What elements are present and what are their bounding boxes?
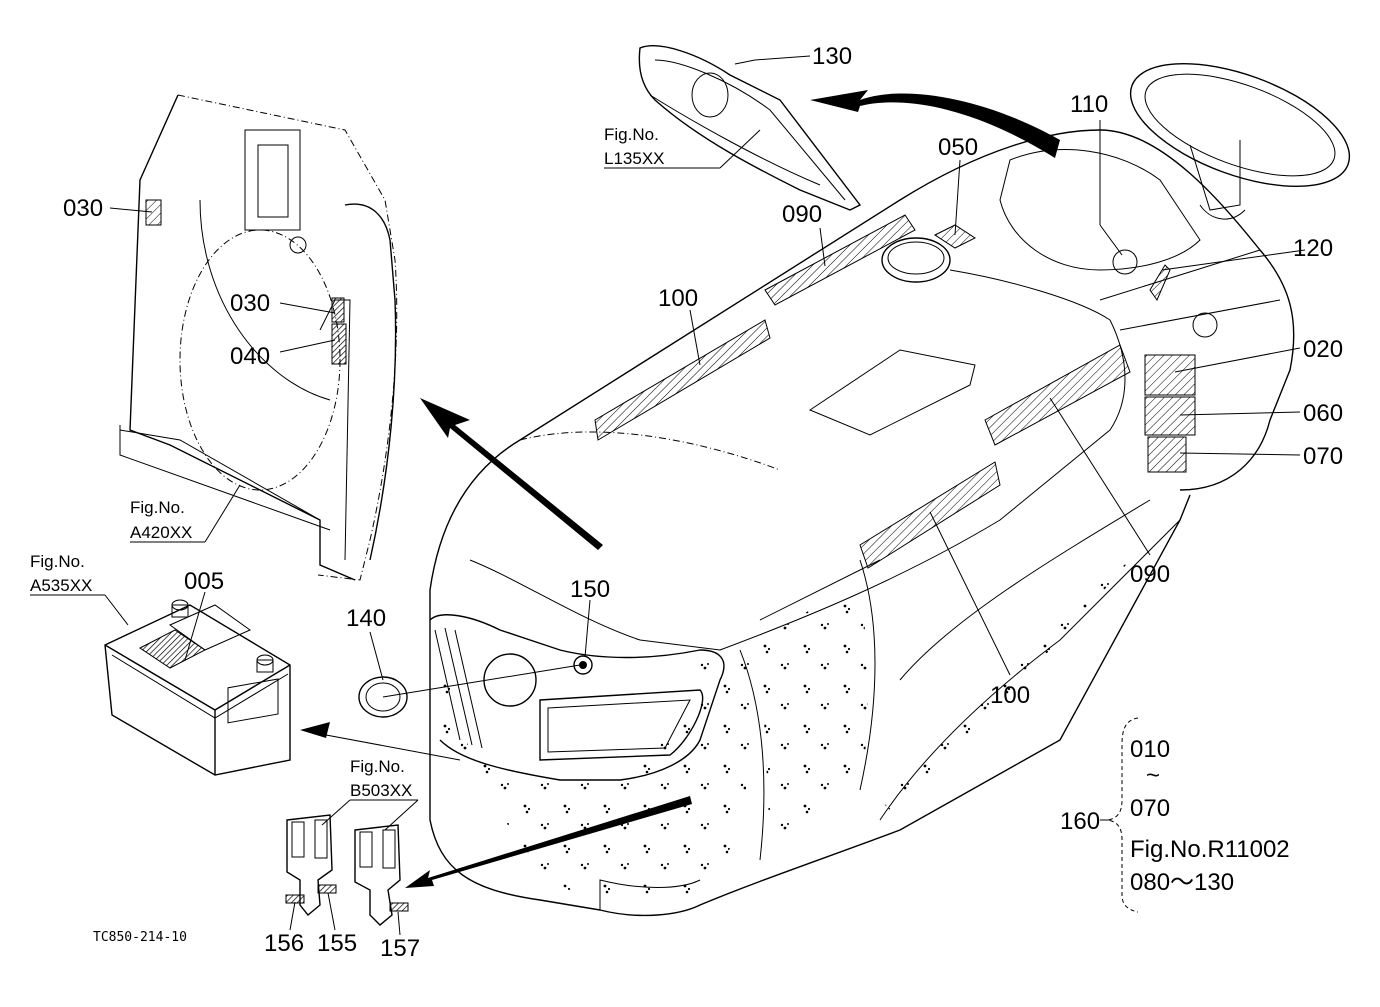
decal-030-panel-top xyxy=(145,199,162,226)
decal-005 xyxy=(139,629,206,669)
label-157: 157 xyxy=(380,935,420,962)
fig-ref-b503-line1: Fig.No. xyxy=(350,757,405,776)
hood-decals xyxy=(594,214,1196,569)
label-030-top: 030 xyxy=(63,195,103,222)
fig-ref-a535-line1: Fig.No. xyxy=(30,552,85,571)
label-090-top: 090 xyxy=(782,201,822,228)
decal-020 xyxy=(1144,354,1196,396)
decal-050 xyxy=(933,224,977,249)
label-030-mid: 030 xyxy=(230,290,270,317)
leader-lines xyxy=(30,55,1306,936)
decal-157 xyxy=(389,902,409,912)
label-150: 150 xyxy=(570,576,610,603)
fig-ref-a420-line2: A420XX xyxy=(130,523,192,542)
decal-090-top xyxy=(764,214,916,306)
label-070: 070 xyxy=(1303,443,1343,470)
label-156: 156 xyxy=(264,930,304,957)
label-140: 140 xyxy=(346,605,386,632)
label-090-bottom: 090 xyxy=(1130,561,1170,588)
arrow-to-panel xyxy=(420,398,603,550)
fig-ref-a420-line1: Fig.No. xyxy=(130,498,185,517)
ornament-150 xyxy=(573,655,593,675)
bracket-line-fig-r11002: Fig.No.R11002 xyxy=(1130,836,1290,863)
hood-body xyxy=(429,63,1351,917)
cover-l135 xyxy=(638,45,862,211)
label-020: 020 xyxy=(1303,336,1343,363)
decal-156 xyxy=(285,894,305,904)
bracket-line-010: 010 xyxy=(1130,736,1170,763)
label-100-top: 100 xyxy=(658,285,698,312)
label-050: 050 xyxy=(938,134,978,161)
arrow-to-connectors xyxy=(405,796,692,888)
decal-030-panel-mid xyxy=(331,297,345,323)
arrows xyxy=(300,90,1060,888)
fig-ref-b503-line2: B503XX xyxy=(350,781,412,800)
label-110: 110 xyxy=(1070,91,1108,118)
decal-090-side xyxy=(984,344,1131,446)
label-160: 160 xyxy=(1060,808,1100,835)
label-155: 155 xyxy=(317,930,357,957)
label-100-bottom: 100 xyxy=(990,682,1030,709)
battery-a535 xyxy=(104,599,291,776)
decal-040-panel xyxy=(331,323,347,365)
decal-100-side xyxy=(859,461,1001,569)
fig-ref-l135-line2: L135XX xyxy=(604,149,665,168)
decal-070 xyxy=(1147,436,1187,473)
bracket-line-070: 070 xyxy=(1130,795,1170,822)
bracket-line-080-130: 080～130 xyxy=(1130,869,1234,896)
bracket-group-160: 160 010 ~ 070 Fig.No.R11002 080～130 xyxy=(1060,717,1290,913)
label-120: 120 xyxy=(1293,235,1333,262)
figure-references: Fig.No. L135XX Fig.No. A420XX Fig.No. A5… xyxy=(30,125,665,800)
fig-ref-l135-line1: Fig.No. xyxy=(604,125,659,144)
fig-ref-a535-line2: A535XX xyxy=(30,576,92,595)
label-060: 060 xyxy=(1303,400,1343,427)
drawing-code: TC850-214-10 xyxy=(93,930,187,945)
part-labels: 130 110 050 030 090 120 100 030 040 020 … xyxy=(63,43,1343,962)
label-005: 005 xyxy=(184,568,224,595)
decal-120 xyxy=(1149,264,1171,302)
bracket-line-tilde: ~ xyxy=(1146,762,1160,789)
label-130: 130 xyxy=(812,43,852,70)
decal-100-top xyxy=(594,319,771,441)
cap-140 xyxy=(358,676,408,718)
decal-060 xyxy=(1144,396,1196,436)
label-040: 040 xyxy=(230,343,270,370)
side-panel-a420 xyxy=(119,94,398,581)
arrow-to-cover xyxy=(810,90,1060,158)
connectors-b503 xyxy=(285,814,409,926)
decal-155 xyxy=(317,884,337,894)
